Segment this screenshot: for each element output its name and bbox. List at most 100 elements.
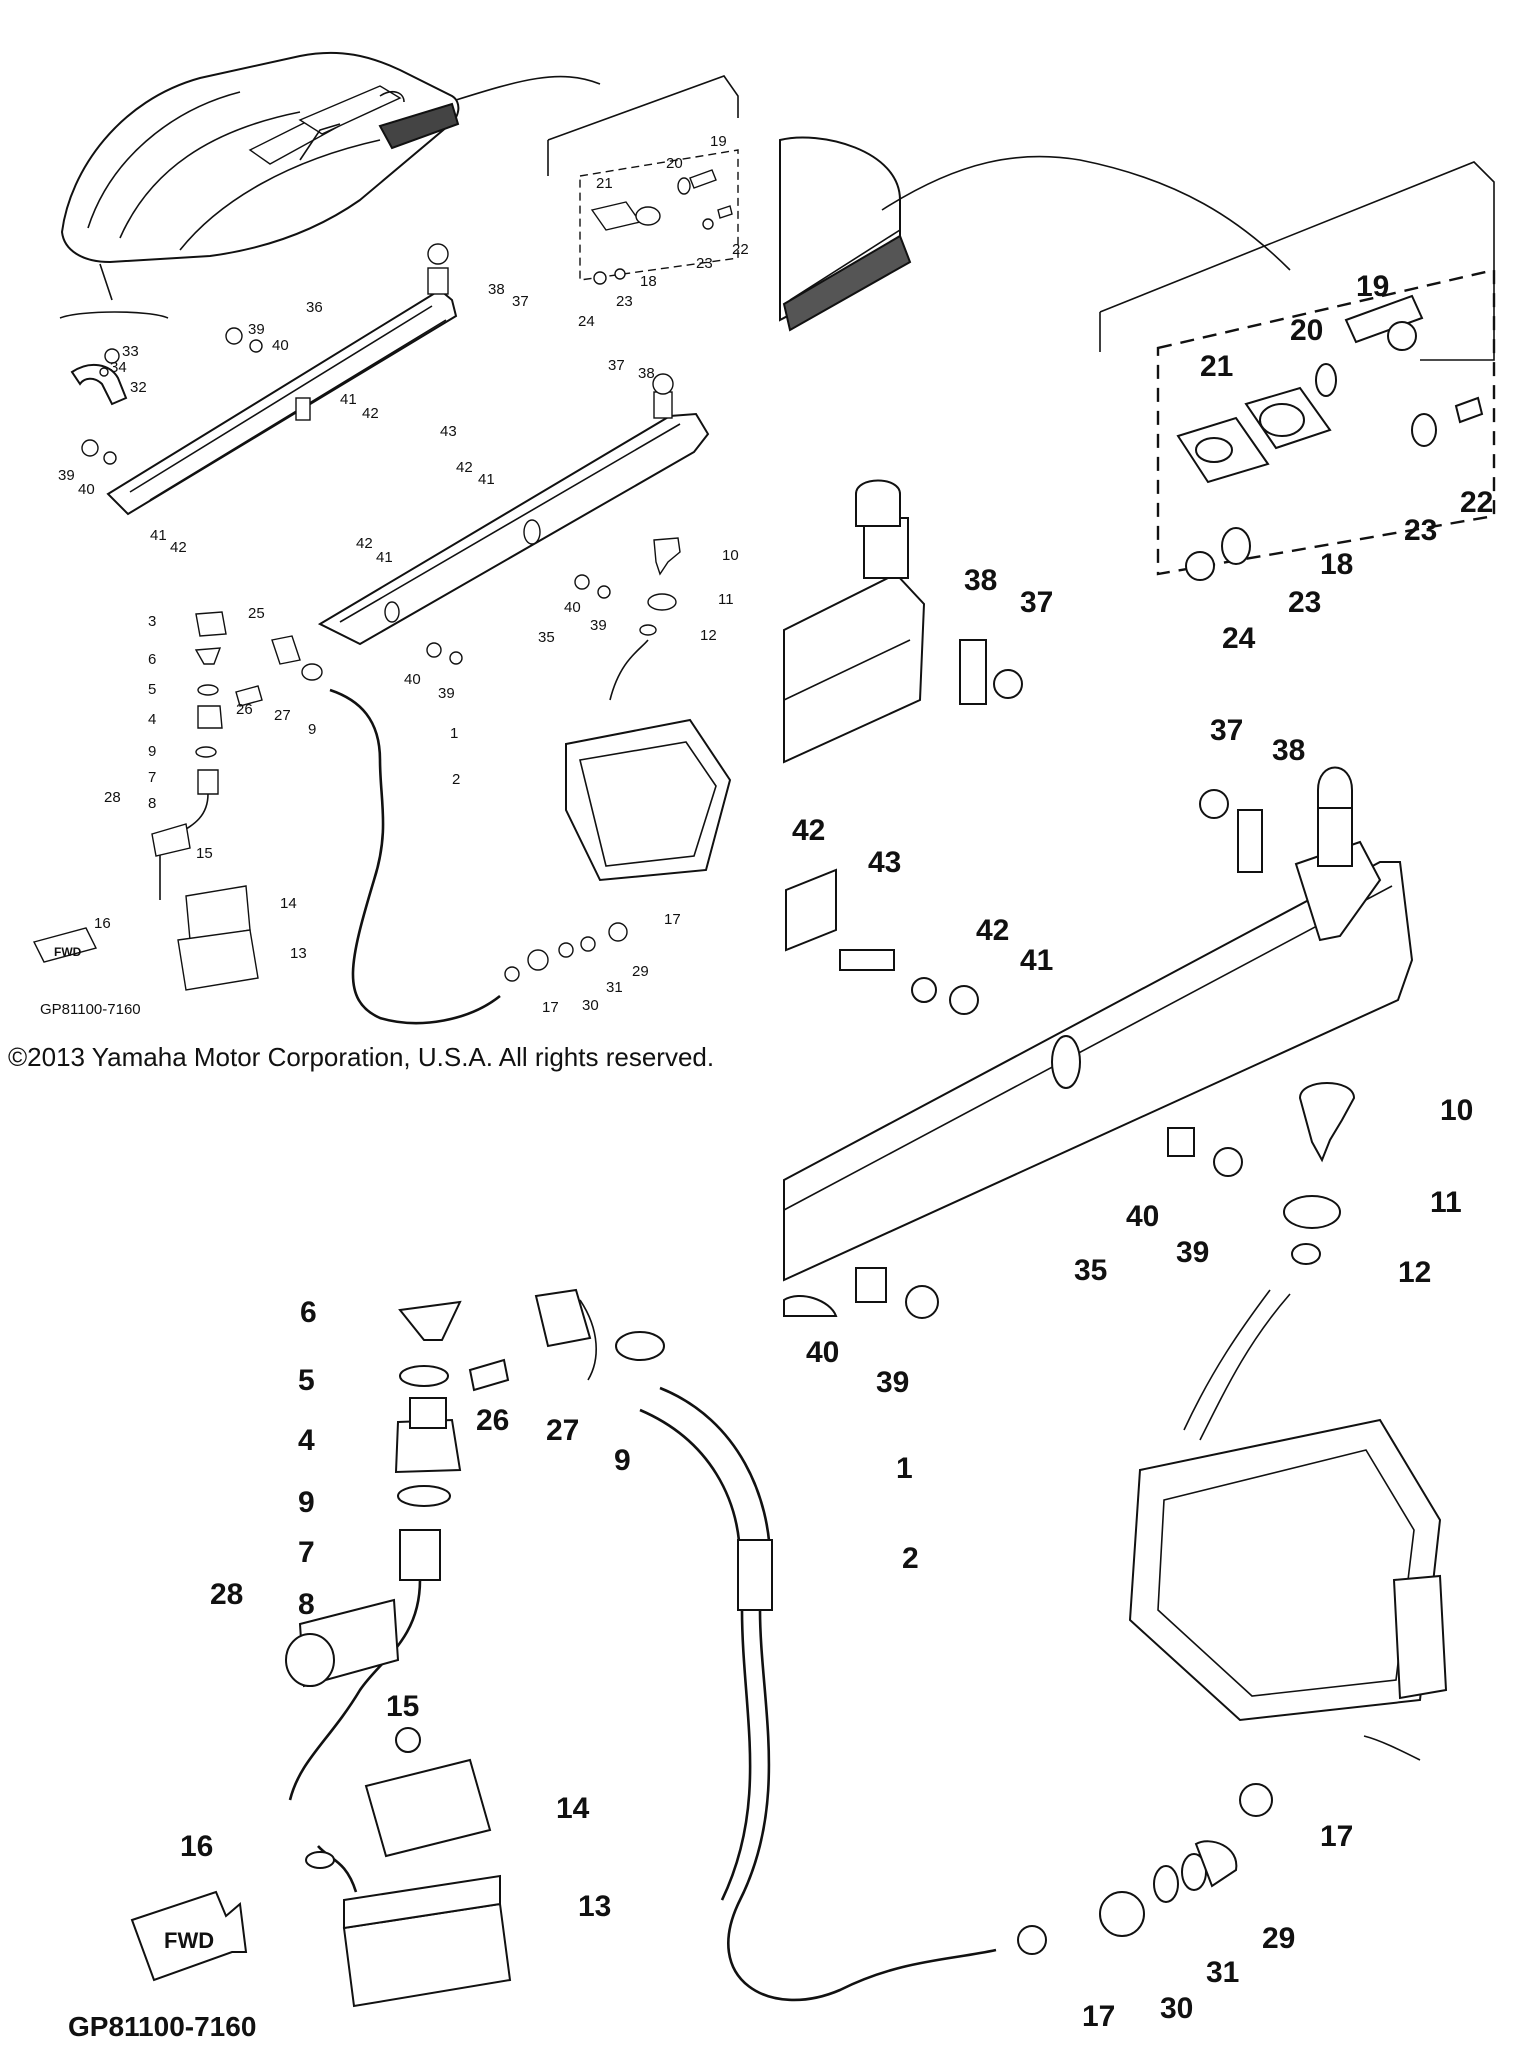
part-number-label: 39: [590, 617, 607, 634]
part-number-label: 37: [608, 357, 625, 374]
part-number-label: 40: [272, 337, 289, 354]
part-number-label: 33: [122, 343, 139, 360]
part-number-label: 26: [476, 1404, 509, 1437]
part-number-label: 29: [1262, 1922, 1295, 1955]
diagram-code-small: GP81100-7160: [40, 1001, 141, 1018]
part-number-label: 42: [356, 535, 373, 552]
part-number-label: 2: [902, 1542, 919, 1575]
part-number-label: 13: [290, 945, 307, 962]
part-number-label: 1: [450, 725, 458, 742]
fwd-arrow-label-large: FWD: [164, 1928, 214, 1953]
part-number-label: 17: [664, 911, 681, 928]
part-number-label: 40: [78, 481, 95, 498]
part-number-label: 8: [148, 795, 156, 812]
part-number-label: 42: [456, 459, 473, 476]
part-number-label: 12: [1398, 1256, 1431, 1289]
part-number-label: 35: [538, 629, 555, 646]
part-number-label: 19: [1356, 270, 1389, 303]
part-number-label: 1: [896, 1452, 913, 1485]
part-number-label: 10: [722, 547, 739, 564]
part-number-label: 41: [150, 527, 167, 544]
watercraft-illustration-small: [59, 51, 601, 319]
part-number-label: 37: [1210, 714, 1243, 747]
part-number-label: 41: [1020, 944, 1053, 977]
part-number-label: 6: [148, 651, 156, 668]
part-number-label: 7: [148, 769, 156, 786]
part-number-label: 20: [666, 155, 683, 172]
part-number-label: 6: [300, 1296, 317, 1329]
part-number-label: 32: [130, 379, 147, 396]
copyright-notice: ©2013 Yamaha Motor Corporation, U.S.A. A…: [8, 1042, 715, 1072]
part-number-label: 14: [280, 895, 297, 912]
part-number-label: 21: [596, 175, 613, 192]
part-number-label: 3: [148, 613, 156, 630]
part-number-label: 28: [210, 1578, 243, 1611]
part-number-label: 37: [1020, 586, 1053, 619]
part-number-label: 37: [512, 293, 529, 310]
part-number-label: 11: [718, 591, 734, 608]
part-number-label: 17: [542, 999, 559, 1016]
part-number-label: 43: [440, 423, 457, 440]
part-number-label: 4: [298, 1424, 315, 1457]
part-number-label: 27: [274, 707, 291, 724]
part-number-label: 2: [452, 771, 460, 788]
part-number-label: 36: [306, 299, 323, 316]
part-number-label: 34: [110, 359, 127, 376]
part-number-label: 39: [876, 1366, 909, 1399]
part-number-label: 22: [1460, 486, 1493, 519]
part-number-label: 40: [564, 599, 581, 616]
part-number-label: 8: [298, 1588, 315, 1621]
overview-view: FWD GP81100-7160 19202122231823243334323…: [32, 51, 749, 1025]
part-number-label: 39: [248, 321, 265, 338]
part-number-label: 5: [298, 1364, 315, 1397]
part-number-label: 26: [236, 701, 253, 718]
part-number-label: 25: [248, 605, 265, 622]
part-number-label: 29: [632, 963, 649, 980]
detail-view: FWD GP81100-7160 19202122231823243837373…: [68, 136, 1496, 2042]
part-number-label: 39: [438, 685, 455, 702]
part-number-label: 39: [58, 467, 75, 484]
part-number-label: 38: [488, 281, 505, 298]
part-number-label: 31: [606, 979, 623, 996]
part-number-label: 11: [1430, 1186, 1462, 1219]
part-number-label: 39: [1176, 1236, 1209, 1269]
part-number-label: 41: [340, 391, 357, 408]
part-number-label: 22: [732, 241, 749, 258]
part-number-label: 23: [616, 293, 633, 310]
part-number-label: 30: [582, 997, 599, 1014]
part-number-label: 42: [170, 539, 187, 556]
part-number-label: 35: [1074, 1254, 1107, 1287]
part-number-label: 5: [148, 681, 156, 698]
part-number-label: 42: [792, 814, 825, 847]
part-number-label: 13: [578, 1890, 611, 1923]
part-number-label: 40: [806, 1336, 839, 1369]
part-number-label: 23: [696, 255, 713, 272]
part-number-label: 38: [638, 365, 655, 382]
part-number-label: 41: [478, 471, 495, 488]
part-number-label: 14: [556, 1792, 590, 1825]
part-number-label: 23: [1404, 514, 1437, 547]
part-number-label: 23: [1288, 586, 1321, 619]
part-number-label: 24: [1222, 622, 1256, 655]
part-number-label: 24: [578, 313, 595, 330]
part-number-label: 18: [640, 273, 657, 290]
part-number-label: 15: [196, 845, 213, 862]
part-number-label: 17: [1320, 1820, 1353, 1853]
part-number-label: 15: [386, 1690, 419, 1723]
part-number-label: 20: [1290, 314, 1323, 347]
part-number-label: 16: [180, 1830, 213, 1863]
part-number-label: 10: [1440, 1094, 1473, 1127]
diagram-code-large: GP81100-7160: [68, 2011, 256, 2042]
part-number-label: 38: [1272, 734, 1305, 767]
part-number-label: 27: [546, 1414, 579, 1447]
part-number-label: 16: [94, 915, 111, 932]
part-number-label: 43: [868, 846, 901, 879]
part-number-label: 21: [1200, 350, 1233, 383]
part-number-label: 30: [1160, 1992, 1193, 2025]
part-number-label: 40: [404, 671, 421, 688]
part-number-label: 4: [148, 711, 156, 728]
part-number-label: 12: [700, 627, 717, 644]
